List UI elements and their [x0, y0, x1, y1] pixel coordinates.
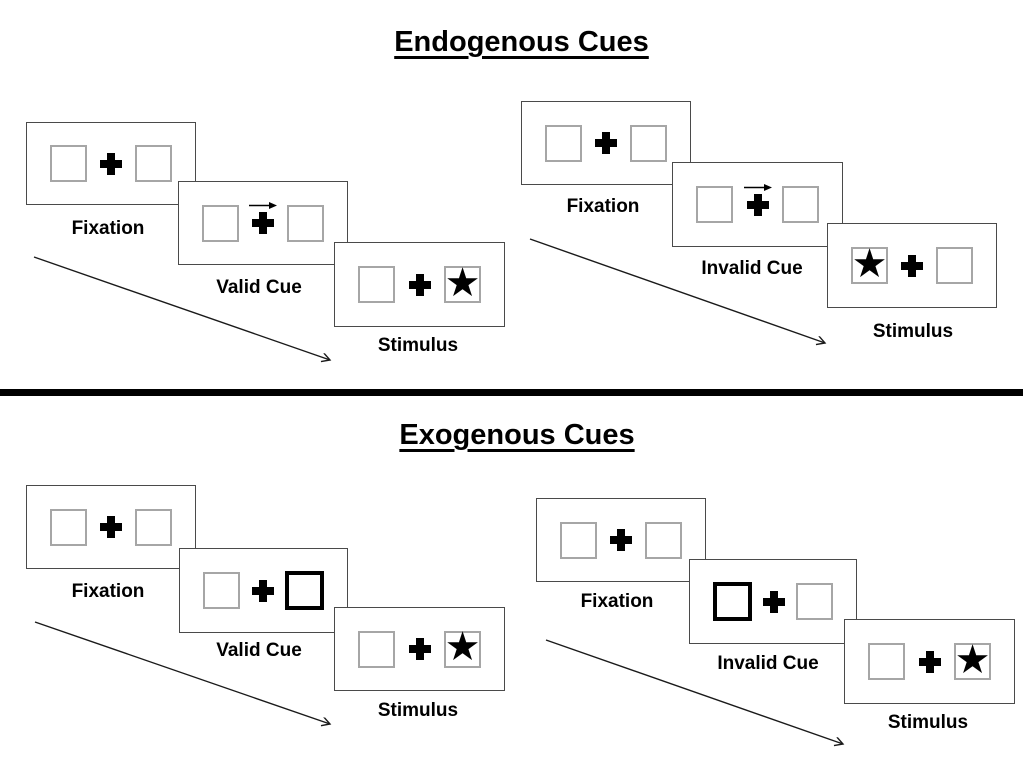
fixation-cross-icon: [100, 152, 122, 175]
panel-label: Fixation: [71, 581, 145, 602]
fixation-cross: [918, 650, 941, 673]
fixation-cross: [763, 590, 785, 613]
fixation-cross: [743, 183, 772, 216]
left-box: [202, 204, 239, 242]
right-box-with-star: ★: [954, 637, 991, 682]
right-arrow-cue-icon: [249, 197, 277, 215]
panel-label: Invalid Cue: [717, 653, 819, 674]
star-stimulus-icon: ★: [444, 260, 481, 305]
panel-stimulus: ★: [827, 223, 997, 308]
fixation-cross-icon: [595, 132, 617, 154]
left-box: [203, 572, 240, 609]
exogenous-section-title: Exogenous Cues: [399, 419, 635, 451]
right-box: [645, 521, 682, 559]
fixation-cross-icon: [746, 193, 769, 216]
panel-label: Fixation: [566, 196, 640, 217]
fixation-cross: [901, 254, 923, 277]
left-box: [50, 145, 87, 182]
right-box: [135, 508, 172, 546]
endogenous-section-title: Endogenous Cues: [394, 26, 649, 58]
panel-label: Fixation: [580, 591, 654, 612]
star-stimulus-icon: ★: [444, 625, 481, 669]
panel-label: Stimulus: [872, 321, 954, 342]
timeline-arrow: [33, 256, 342, 370]
fixation-cross-icon: [408, 638, 431, 660]
star-stimulus-icon: ★: [851, 241, 888, 286]
fixation-cross: [408, 638, 431, 660]
panel-invalid-cue: [689, 559, 857, 644]
panel-valid-cue: [179, 548, 348, 633]
right-box-bold-cue: [285, 571, 324, 610]
fixation-cross: [100, 152, 122, 175]
right-box: [287, 204, 324, 242]
panel-label: Valid Cue: [216, 640, 302, 661]
panel-fixation: [26, 122, 196, 205]
fixation-cross-icon: [251, 579, 274, 602]
fixation-cross-icon: [252, 212, 274, 234]
fixation-cross-icon: [763, 590, 785, 613]
panel-invalid-cue: [672, 162, 843, 247]
right-box: [782, 186, 819, 223]
right-box-with-star: ★: [444, 260, 481, 305]
fixation-cross: [408, 273, 431, 296]
timeline-arrow: [545, 639, 855, 754]
fixation-cross: [100, 516, 122, 538]
left-box-bold-cue: [713, 582, 752, 621]
left-box-with-star: ★: [851, 241, 888, 286]
fixation-cross-icon: [100, 516, 122, 538]
timeline-arrow: [529, 238, 837, 353]
right-box: [630, 124, 667, 162]
fixation-cross-icon: [918, 650, 941, 673]
left-box: [696, 186, 733, 223]
panel-stimulus: ★: [334, 242, 505, 327]
right-arrow-cue-icon: [743, 179, 772, 197]
fixation-cross: [249, 202, 277, 234]
fixation-cross: [610, 529, 632, 551]
panel-label: Invalid Cue: [701, 258, 803, 279]
panel-label: Valid Cue: [216, 277, 302, 298]
fixation-cross-icon: [610, 529, 632, 551]
panel-fixation: [26, 485, 196, 569]
left-box: [545, 124, 582, 162]
panel-label: Stimulus: [887, 712, 969, 733]
panel-label: Stimulus: [377, 700, 459, 721]
fixation-cross-icon: [901, 254, 923, 277]
left-box: [560, 521, 597, 559]
right-box: [936, 247, 973, 284]
fixation-cross-icon: [408, 273, 431, 296]
panel-valid-cue: [178, 181, 348, 265]
section-divider: [0, 389, 1023, 396]
panel-fixation: [521, 101, 691, 185]
panel-label: Fixation: [71, 218, 145, 239]
left-box: [868, 643, 905, 680]
star-stimulus-icon: ★: [954, 637, 991, 682]
left-box: [358, 266, 395, 303]
left-box: [358, 630, 395, 668]
panel-label: Stimulus: [377, 335, 459, 356]
panel-stimulus: ★: [334, 607, 505, 691]
right-box: [796, 583, 833, 620]
left-box: [50, 508, 87, 546]
right-box-with-star: ★: [444, 627, 481, 668]
timeline-arrow: [34, 621, 342, 734]
fixation-cross: [251, 579, 274, 602]
panel-fixation: [536, 498, 706, 582]
fixation-cross: [595, 132, 617, 154]
panel-stimulus: ★: [844, 619, 1015, 704]
right-box: [135, 145, 172, 182]
